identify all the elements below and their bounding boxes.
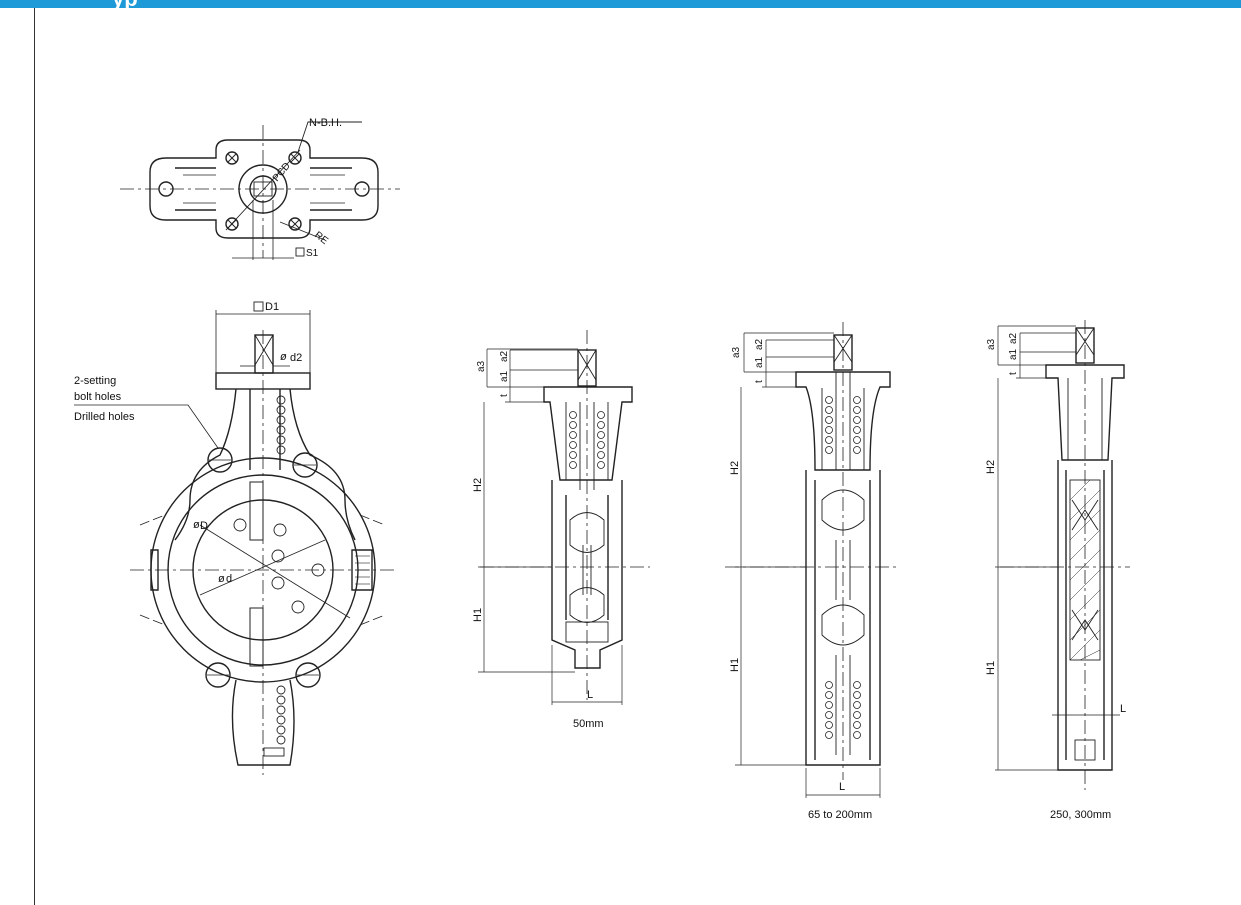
packing-rings-bottom <box>276 685 286 745</box>
note-line-2: bolt holes <box>74 391 122 403</box>
sv1-l: L <box>587 689 593 701</box>
sv1-t: t <box>499 394 510 397</box>
packing-rings-top <box>276 395 286 455</box>
left-border-rule <box>34 8 35 905</box>
header-title: yp <box>112 0 138 10</box>
sv2-a2: a2 <box>754 338 765 350</box>
sv3-a2: a2 <box>1008 332 1019 344</box>
sv3-t: t <box>1008 372 1019 375</box>
sv2-h2: H2 <box>729 461 741 475</box>
note-line-1: 2-setting <box>74 375 116 387</box>
label-pcd: PCD <box>271 161 293 184</box>
label-phi-d2-symbol: ø <box>280 351 287 363</box>
sv3-h1: H1 <box>985 661 997 675</box>
sv2-h1: H1 <box>729 658 741 672</box>
sv2-t: t <box>754 380 765 383</box>
sv2-a1: a1 <box>754 356 765 368</box>
sv2-l: L <box>839 781 845 793</box>
sv1-a1: a1 <box>499 370 510 382</box>
note-line-3: Drilled holes <box>74 411 135 423</box>
sv3-h2: H2 <box>985 460 997 474</box>
label-s1: S1 <box>306 248 319 259</box>
label-phi-d-outer-symbol: ø <box>193 519 200 531</box>
sv2-a3: a3 <box>731 346 742 358</box>
side-view-65-200mm <box>725 322 900 798</box>
sv1-h1: H1 <box>472 608 484 622</box>
sv3-a1: a1 <box>1008 348 1019 360</box>
side-view-50mm <box>478 330 650 705</box>
label-d-inner: d <box>226 573 232 585</box>
sv1-a2: a2 <box>499 350 510 362</box>
sv3-caption: 250, 300mm <box>1050 809 1111 821</box>
sv3-l: L <box>1120 703 1126 715</box>
label-re: RE <box>312 230 330 247</box>
side-view-250-300mm <box>995 320 1130 790</box>
sv1-a3: a3 <box>476 360 487 372</box>
sv3-a3: a3 <box>986 338 997 350</box>
label-d-outer: D <box>200 520 208 532</box>
sv1-caption: 50mm <box>573 718 604 730</box>
sv1-h2: H2 <box>472 478 484 492</box>
label-nbh: N-B.H. <box>309 117 342 129</box>
sv2-caption: 65 to 200mm <box>808 809 872 821</box>
label-d2: d2 <box>290 352 302 364</box>
label-d1: D1 <box>265 301 279 313</box>
header-bar: yp <box>0 0 1241 10</box>
label-phi-d-inner-symbol: ø <box>218 573 225 585</box>
top-view <box>120 121 400 260</box>
front-view <box>74 301 395 775</box>
